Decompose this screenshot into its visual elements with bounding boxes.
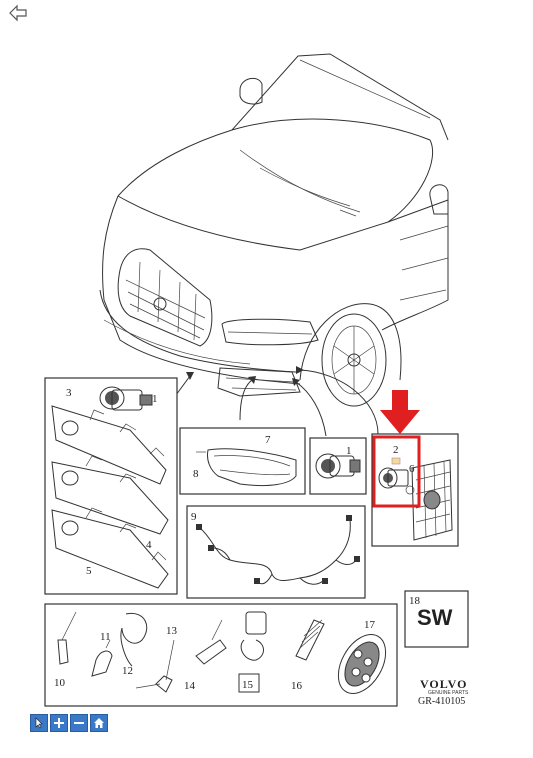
callout-1-sensor: 1 xyxy=(346,445,352,457)
software-box xyxy=(404,590,469,648)
callout-12: 12 xyxy=(122,665,133,677)
connector-arrows xyxy=(175,366,379,437)
car-illustration xyxy=(99,53,449,407)
zoom-out-button[interactable] xyxy=(70,714,88,732)
callout-17: 17 xyxy=(364,619,376,631)
callout-11: 11 xyxy=(100,631,111,643)
sensor-box xyxy=(309,437,367,495)
zoom-out-icon xyxy=(74,722,84,724)
sensor-holder-box xyxy=(371,433,459,547)
home-icon xyxy=(94,718,104,728)
callout-4: 4 xyxy=(146,539,152,551)
callout-numbers: 1 3 4 5 7 8 1 2 6 9 10 11 12 13 14 15 16… xyxy=(54,387,421,692)
cover-box xyxy=(179,427,306,495)
callout-16: 16 xyxy=(291,680,303,692)
highlight-marker xyxy=(372,390,421,508)
callout-7: 7 xyxy=(265,434,271,446)
brand-logo: VOLVO xyxy=(420,677,468,691)
wiring-harness-box xyxy=(186,505,366,599)
small-parts-box xyxy=(44,603,398,707)
callout-1: 1 xyxy=(152,393,158,405)
callout-5: 5 xyxy=(86,565,92,577)
viewer-toolbar xyxy=(30,714,108,732)
callout-2: 2 xyxy=(393,444,399,456)
callout-13: 13 xyxy=(166,625,178,637)
callout-18: 18 xyxy=(409,595,421,607)
callout-3: 3 xyxy=(66,387,72,399)
zoom-in-icon xyxy=(54,718,64,728)
callout-10: 10 xyxy=(54,677,66,689)
pointer-button[interactable] xyxy=(30,714,48,732)
software-label: SW xyxy=(417,605,453,630)
back-button[interactable] xyxy=(8,4,28,22)
callout-14: 14 xyxy=(184,680,196,692)
bracket-group-box xyxy=(44,377,178,595)
home-button[interactable] xyxy=(90,714,108,732)
callout-6: 6 xyxy=(409,463,415,475)
pointer-icon xyxy=(35,717,43,729)
diagram-code: GR-410105 xyxy=(418,696,466,707)
brand-subtitle: GENUINE PARTS xyxy=(428,690,469,696)
callout-9: 9 xyxy=(191,511,197,523)
parking-sensor-part xyxy=(99,386,153,411)
zoom-in-button[interactable] xyxy=(50,714,68,732)
callout-15: 15 xyxy=(242,679,254,691)
callout-8: 8 xyxy=(193,468,199,480)
back-arrow-icon xyxy=(9,4,27,22)
